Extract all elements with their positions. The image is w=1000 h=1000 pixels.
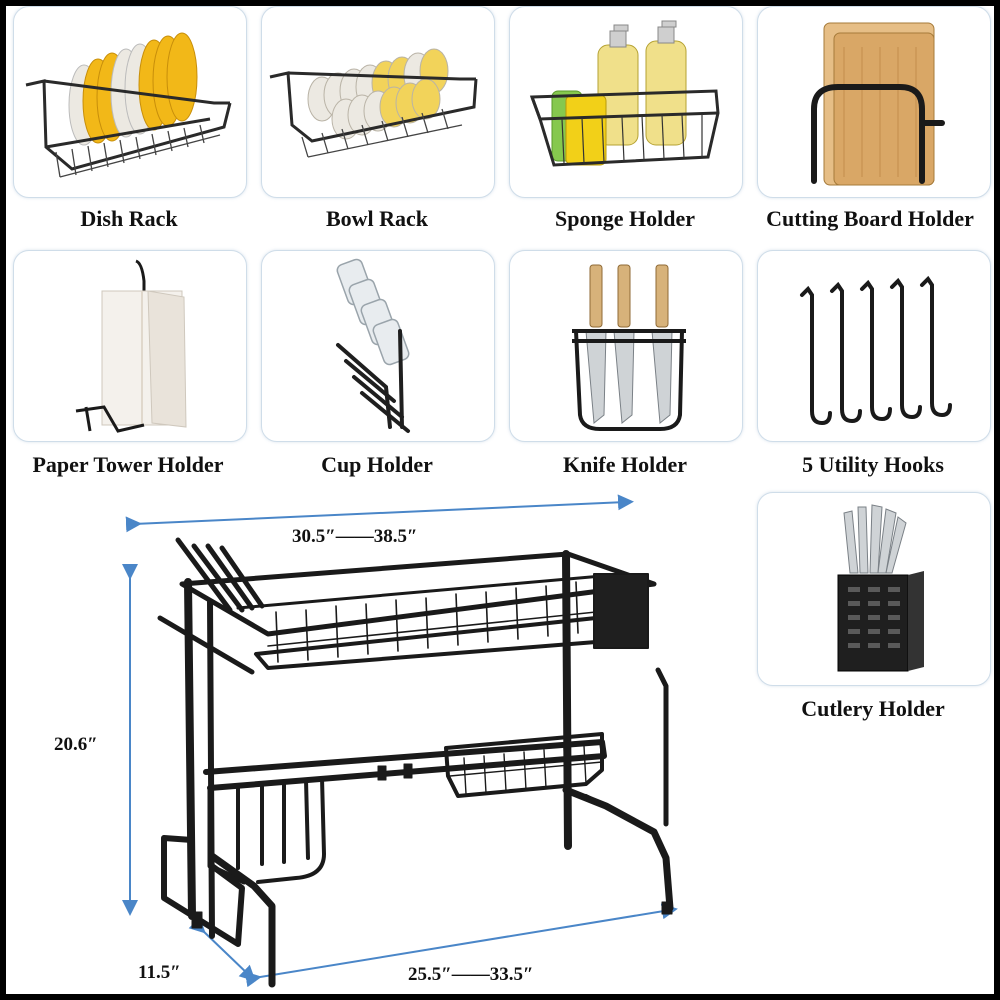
card-cup-holder (261, 250, 495, 442)
card-sponge-holder (509, 6, 743, 198)
label-cutting-board-holder: Cutting Board Holder (766, 206, 974, 231)
sink-rack-illustration (122, 494, 678, 988)
sponge-holder-icon (529, 20, 720, 167)
dish-rack-icon (25, 32, 232, 178)
bowl-rack-icon (269, 48, 478, 158)
product-infographic: Dish Rack (6, 6, 994, 994)
dimension-width-range: 30.5″——38.5″ (292, 526, 418, 547)
label-cutlery-holder: Cutlery Holder (801, 696, 945, 721)
card-cutting-board-holder (757, 6, 991, 198)
dimension-depth: 11.5″ (138, 962, 181, 983)
card-knife-holder (509, 250, 743, 442)
label-sponge-holder: Sponge Holder (555, 206, 695, 231)
label-knife-holder: Knife Holder (562, 452, 688, 477)
dimension-bottom-range: 25.5″——33.5″ (408, 964, 534, 985)
card-dish-rack (13, 6, 247, 198)
cutlery-holder-icon (837, 504, 924, 672)
label-paper-towel-holder: Paper Tower Holder (32, 452, 224, 477)
label-cup-holder: Cup Holder (321, 452, 433, 477)
card-cutlery-holder (757, 492, 991, 686)
paper-towel-holder-icon (75, 259, 187, 433)
label-utility-hooks: 5 Utility Hooks (802, 452, 944, 477)
cup-holder-icon (336, 258, 410, 433)
card-bowl-rack (261, 6, 495, 198)
dimension-height: 20.6″ (54, 734, 98, 755)
label-bowl-rack: Bowl Rack (325, 206, 429, 231)
cutting-board-holder-icon (811, 22, 945, 186)
rack-frame (157, 537, 674, 988)
card-utility-hooks (757, 250, 991, 442)
dimension-arrows (122, 494, 678, 988)
utility-hooks-icon (800, 275, 952, 426)
label-dish-rack: Dish Rack (80, 206, 178, 231)
card-paper-towel-holder (13, 250, 247, 442)
knife-holder-icon (572, 264, 686, 431)
